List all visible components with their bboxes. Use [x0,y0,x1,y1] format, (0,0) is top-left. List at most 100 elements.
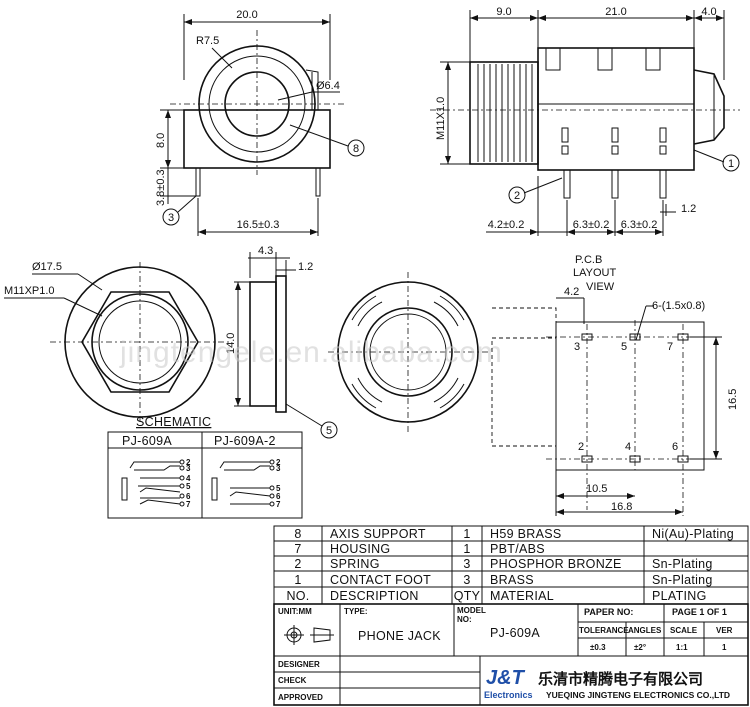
scale-value: 1:1 [676,643,688,652]
callout-2: 2 [514,190,520,202]
designer-label: DESIGNER [278,660,320,669]
tolerance-value: ±0.3 [590,643,606,652]
schematic-title: SCHEMATIC [136,415,211,429]
model-value: PJ-609A [490,626,540,640]
pcb-title-1: P.C.B [575,254,602,266]
pcb-pin-label: 6 [672,441,678,453]
front-view: 20.0 R7.5 Ø6.4 8 8.0 3.8 [155,9,365,236]
nut-view: Ø17.5 M11XP1.0 [4,261,230,424]
bom-table: 8 AXIS SUPPORT 1 H59 BRASS Ni(Au)-Platin… [273,525,749,605]
callout-8: 8 [353,143,359,155]
pcb-dim-a: 10.5 [586,483,607,495]
front-pin-dim: 3.8±0.3 [155,169,167,206]
company-cn: 乐清市精腾电子有限公司 [538,670,703,688]
washer-front-view [328,272,490,432]
schematic-pin-label: 3 [186,464,191,473]
schematic-pin-label: 3 [276,464,281,473]
bom-no: 8 [294,527,301,541]
page-label: PAGE 1 OF 1 [672,607,727,617]
front-pin-spacing: 16.5±0.3 [237,219,280,231]
side-thread: M11X1.0 [435,97,447,140]
bom-no: 2 [294,557,301,571]
pcb-pin-label: 5 [621,341,627,353]
side-pitch-1: 6.3±0.2 [573,219,610,231]
bom-header-material: MATERIAL [490,589,554,603]
bom-desc: CONTACT FOOT [330,573,431,587]
bom-qty: 1 [463,527,470,541]
pcb-dim-b: 16.8 [611,501,632,513]
schematic-pin-label: 7 [186,500,191,509]
bom-plating: Ni(Au)-Plating [652,527,734,541]
pcb-dim-height: 16.5 [727,389,739,410]
model-label: MODEL [457,606,486,615]
bom-plating: Sn-Plating [652,573,713,587]
schematic-col-a: PJ-609A [122,434,172,448]
bom-plating: Sn-Plating [652,557,713,571]
bom-no: 1 [294,573,301,587]
side-view: 9.0 21.0 4.0 M11X1.0 [430,6,740,236]
side-dim-b: 21.0 [605,6,626,18]
bom-header-qty: QTY [454,589,481,603]
washer-dim-a: 4.3 [258,245,273,257]
bom-qty: 3 [463,557,470,571]
bom-qty: 1 [463,542,470,556]
pcb-title-3: VIEW [586,281,615,293]
brand-sub: Electronics [484,690,533,700]
ver-label: VER [716,626,733,635]
pcb-pin-label: 4 [625,441,631,453]
side-dim-a: 9.0 [496,6,511,18]
bom-desc: SPRING [330,557,380,571]
pcb-pin-label: 2 [578,441,584,453]
schematic-pin-label: 2 [186,458,191,467]
bom-material: PBT/ABS [490,542,545,556]
scale-label: SCALE [670,626,698,635]
bom-desc: HOUSING [330,542,390,556]
bom-header-no: NO. [286,589,309,603]
type-label: TYPE: [344,607,368,616]
paper-label: PAPER NO: [584,607,633,617]
check-label: CHECK [278,676,307,685]
pcb-pin-label: 3 [574,341,580,353]
nut-dia: Ø17.5 [32,261,62,273]
side-pin-offset: 4.2±0.2 [488,219,525,231]
nut-thread: M11XP1.0 [4,285,55,297]
schematic-pin-label: 6 [186,492,191,501]
angles-label: ANGLES [628,626,662,635]
schematic-pin-label: 7 [276,500,281,509]
approved-label: APPROVED [278,693,323,702]
side-pin-width: 1.2 [681,203,696,215]
projection-symbol-icon [284,625,334,645]
pcb-hole-note: 6-(1.5x0.8) [652,300,705,312]
front-width-dim: 20.0 [236,9,257,21]
washer-height: 14.0 [225,333,237,354]
front-height-dim: 8.0 [155,133,167,148]
ver-value: 1 [722,643,727,652]
pcb-layout-view: P.C.B LAYOUT VIEW 4.2 6-(1.5x0.8) 3 5 7 … [491,254,739,516]
schematic-pin-label: 2 [276,458,281,467]
pcb-dim-top: 4.2 [564,286,579,298]
schematic-pin-circles-a [179,459,185,507]
side-pitch-2: 6.3±0.2 [621,219,658,231]
callout-1: 1 [728,158,734,170]
bom-desc: AXIS SUPPORT [330,527,426,541]
model-label-no: NO: [457,615,472,624]
bom-header-desc: DESCRIPTION [330,589,419,603]
angles-value: ±2° [634,643,646,652]
washer-side-view: 4.3 1.2 14.0 5 [225,245,338,439]
bom-no: 7 [294,542,301,556]
schematic-col-b: PJ-609A-2 [214,434,276,448]
schematic-pin-label: 5 [276,484,281,493]
unit-label: UNIT:MM [278,607,312,616]
callout-3: 3 [168,212,174,224]
bom-material: PHOSPHOR BRONZE [490,557,622,571]
side-dim-c: 4.0 [701,6,716,18]
tolerance-label: TOLERANCE [579,626,629,635]
pcb-pin-label: 7 [667,341,673,353]
pcb-title-2: LAYOUT [573,267,616,279]
schematic-pin-label: 4 [186,474,191,483]
bom-material: H59 BRASS [490,527,561,541]
schematic-pin-label: 6 [276,492,281,501]
schematic: SCHEMATIC PJ-609A PJ-609A-2 2 3 4 5 6 7 [107,415,303,519]
type-value: PHONE JACK [358,629,441,643]
